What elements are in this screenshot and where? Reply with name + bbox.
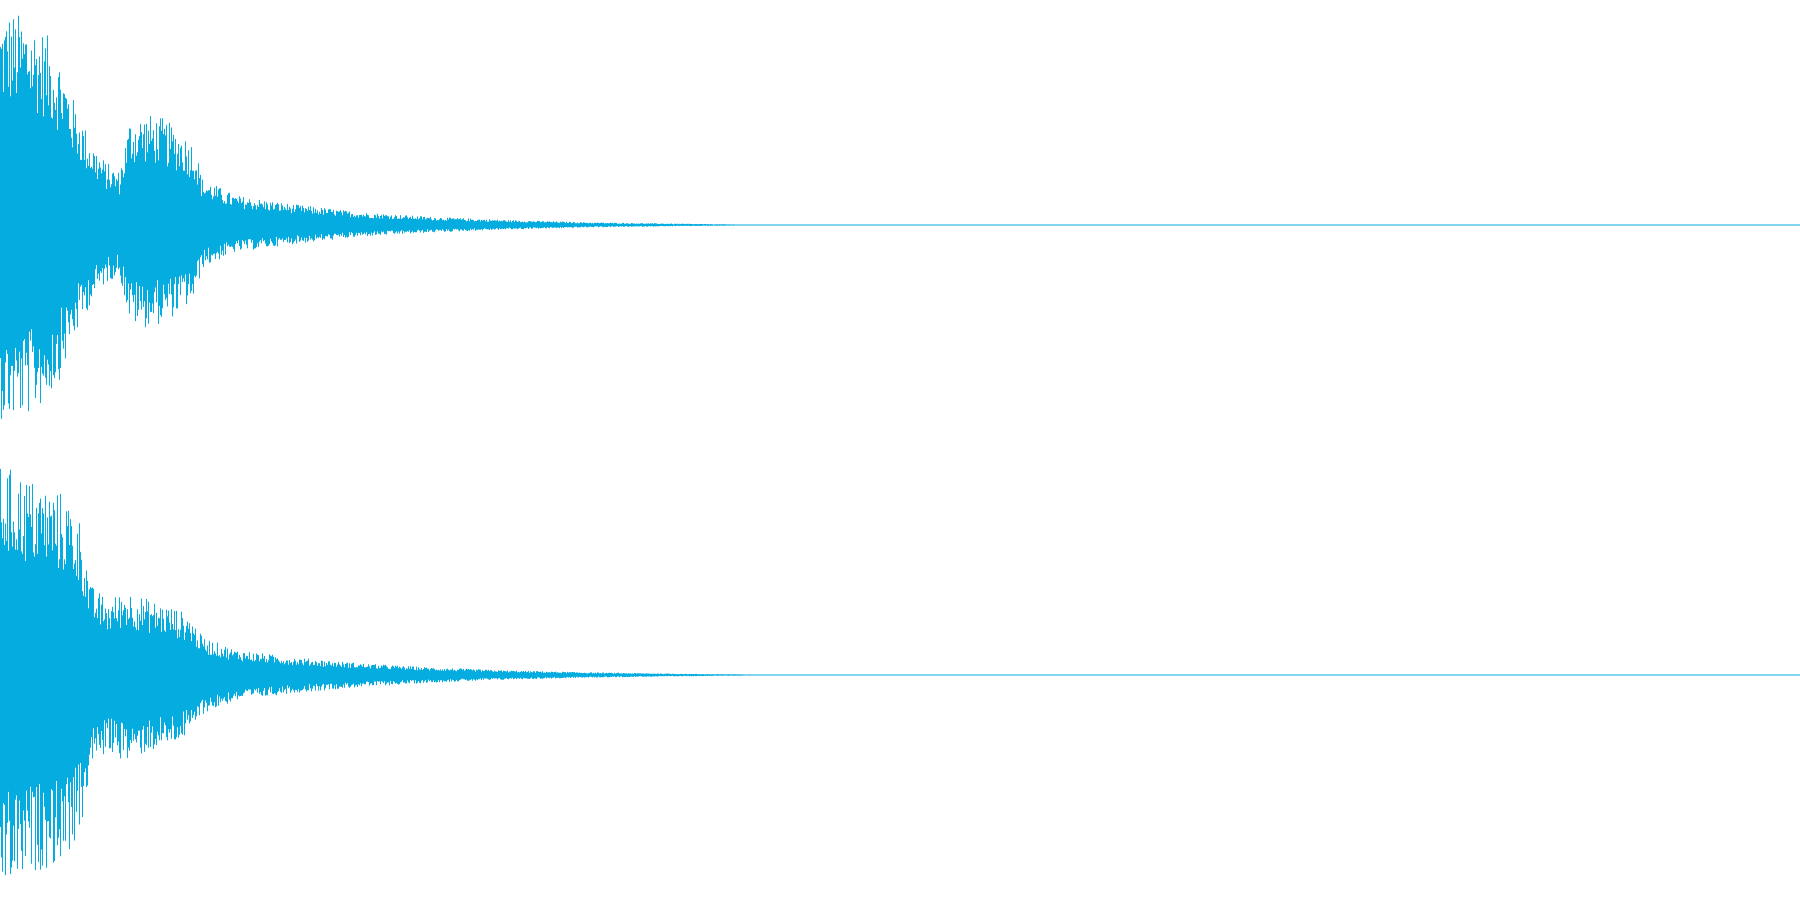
waveform-right-svg [0, 468, 1800, 876]
waveform-channel-right[interactable] [0, 450, 1800, 900]
waveform-left-trace [0, 15, 753, 419]
waveform-left-svg [0, 15, 1800, 419]
waveform-right-trace [0, 468, 762, 876]
waveform-channel-left[interactable] [0, 0, 1800, 450]
